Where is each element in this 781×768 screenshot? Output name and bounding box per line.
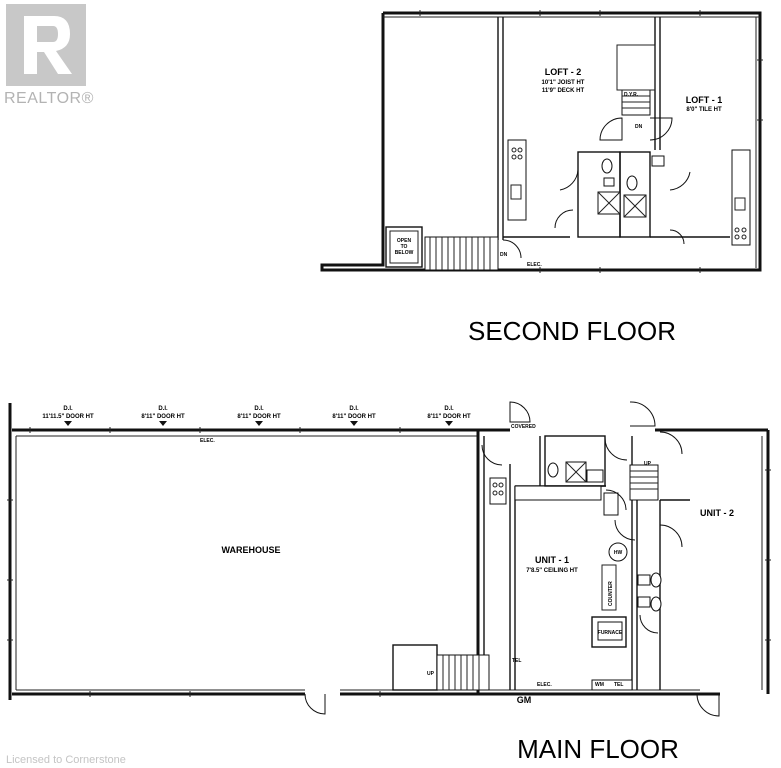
door-5-height: 8'11" DOOR HT [427,414,471,420]
second-floor-title: SECOND FLOOR [468,316,676,346]
door-5-tag: D.I. [444,406,454,412]
second-floor-plan: LOFT - 2 10'1" JOIST HT 11'9" DECK HT LO… [320,10,763,346]
second-floor-dyr: D.Y.R. [624,92,639,98]
main-floor-plan: D.I. 11'11.5" DOOR HT D.I. 8'11" DOOR HT… [7,401,771,764]
door-3-marker-icon [255,421,263,426]
door-4-height: 8'11" DOOR HT [332,414,376,420]
door-4-marker-icon [350,421,358,426]
tel2-label: TEL [614,682,623,688]
door-1-marker-icon [64,421,72,426]
counter-label: COUNTER [608,581,614,606]
door-4-tag: D.I. [349,406,359,412]
up-label-1: UP [427,671,435,677]
hw-label: HW [614,550,623,556]
second-floor-dn-stair: DN [500,252,508,258]
realtor-logo: REALTOR® [4,4,93,110]
door-2-height: 8'11" DOOR HT [141,414,185,420]
loft2-joist-height: 10'1" JOIST HT [542,80,585,86]
wm-label: WM [595,682,604,688]
door-2-marker-icon [159,421,167,426]
second-floor-dn-small: DN [635,124,643,130]
loft1-tile-height: 8'0" TILE HT [686,107,722,113]
main-floor-title: MAIN FLOOR [517,734,679,764]
loft2-name: LOFT - 2 [545,67,582,77]
open-to-below-1: OPEN [397,238,412,244]
loft1-name: LOFT - 1 [686,95,723,105]
open-to-below-2: TO [401,244,408,250]
door-3-tag: D.I. [254,406,264,412]
covered-label: COVERED [511,424,536,430]
door-5-marker-icon [445,421,453,426]
door-2-tag: D.I. [158,406,168,412]
unit1-ceiling-height: 7'8.5" CEILING HT [526,568,578,574]
furnace-label: FURNACE [598,630,623,636]
open-to-below-3: BELOW [395,250,414,256]
realtor-wordmark: REALTOR® [4,90,94,107]
warehouse-label: WAREHOUSE [221,545,280,555]
license-credit: Licensed to Cornerstone [6,754,126,766]
door-markers: D.I. 11'11.5" DOOR HT D.I. 8'11" DOOR HT… [42,406,471,426]
loft2-deck-height: 11'9" DECK HT [542,88,585,94]
tel-label: TEL [512,658,521,664]
door-1-height: 11'11.5" DOOR HT [42,414,94,420]
elec-top-label: ELEC. [200,438,215,444]
door-3-height: 8'11" DOOR HT [237,414,281,420]
unit1-name: UNIT - 1 [535,555,569,565]
unit2-name: UNIT - 2 [700,508,734,518]
elec-bottom-label: ELEC. [537,682,552,688]
gm-label: GM [517,695,532,705]
realtor-r-icon [6,4,86,86]
up-label-2: UP [644,461,652,467]
door-1-tag: D.I. [63,406,73,412]
second-floor-elec: ELEC. [527,262,542,268]
